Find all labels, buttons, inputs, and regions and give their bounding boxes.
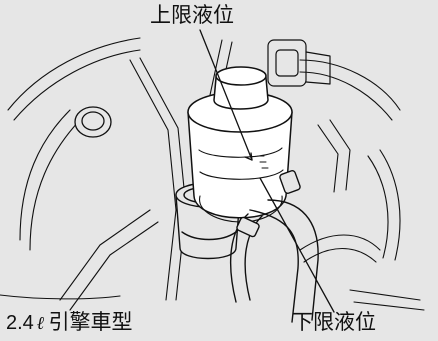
engine-cap bbox=[74, 106, 112, 138]
caption-engine-type: 引擎車型 bbox=[48, 310, 133, 334]
upper-level-leader bbox=[199, 29, 253, 161]
hoses bbox=[230, 170, 319, 323]
fluid-reservoir bbox=[187, 66, 293, 223]
caption-unit: ℓ bbox=[36, 313, 45, 334]
engine-structure-lines bbox=[0, 37, 425, 311]
lower-level-label: 下限液位 bbox=[292, 310, 376, 334]
callout-leaders bbox=[199, 29, 335, 313]
caption-displacement: 2.4 bbox=[6, 312, 34, 334]
engine-bracket bbox=[267, 39, 331, 87]
upper-level-leader-arrow bbox=[244, 152, 253, 161]
upper-level-label: 上限液位 bbox=[150, 3, 234, 27]
lower-level-leader bbox=[259, 177, 335, 313]
